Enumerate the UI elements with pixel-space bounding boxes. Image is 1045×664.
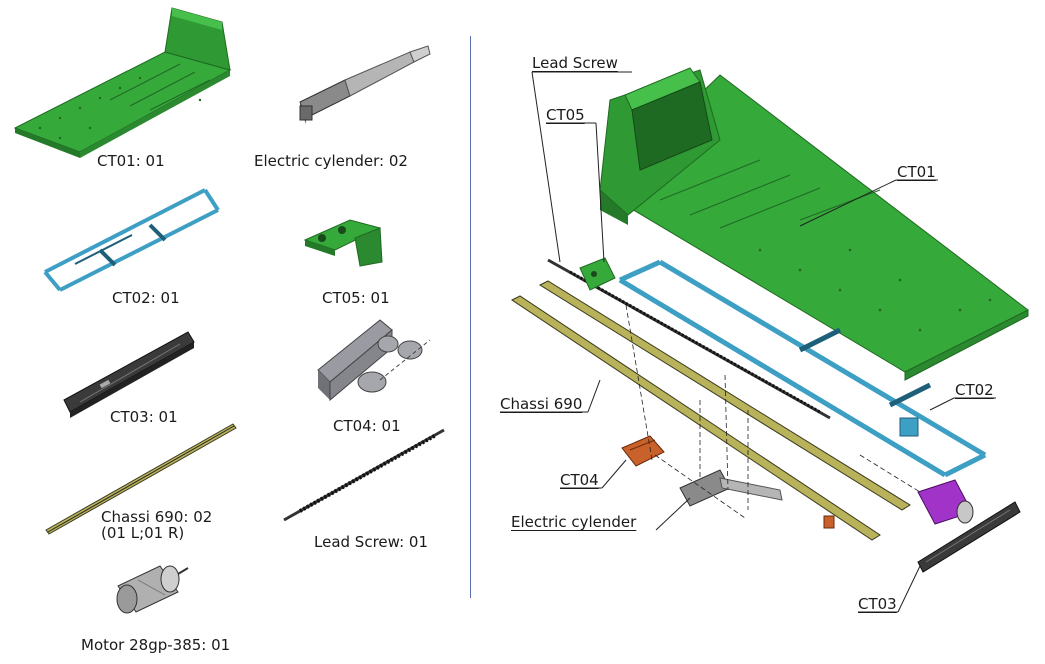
callout-electric-cylinder: Electric cylender [511,513,637,531]
assembly-ct02-image [618,259,987,478]
part-electric-cylinder-image [299,45,431,124]
part-ct04-image [317,319,431,402]
part-chassi-image [45,423,237,535]
label-ct03: CT03: 01 [110,408,178,426]
assembly-chassi-image [511,280,911,541]
label-chassi: Chassi 690: 02 [101,508,213,526]
assembly-ct03-image [917,501,1021,573]
assembly-motor-image [917,479,974,525]
assembly-coupler-image [823,515,835,529]
label-electric-cylinder: Electric cylender: 02 [254,152,408,170]
label-ct02: CT02: 01 [112,289,180,307]
callout-ct01: CT01 [897,163,936,181]
callout-ct04: CT04 [560,471,599,489]
label-ct01: CT01: 01 [97,152,165,170]
leader-lines [500,71,996,613]
label-lead-screw: Lead Screw: 01 [314,533,428,551]
assembly-electric-cylinder-image [679,469,783,507]
section-divider [470,36,471,598]
callout-lead-screw: Lead Screw [532,54,618,72]
part-motor-image [116,565,189,614]
callout-ct02: CT02 [955,381,994,399]
part-ct02-image [43,188,220,292]
assembly-ct04-image [621,435,665,467]
callout-ct05: CT05 [546,106,585,124]
part-ct01-image [13,7,232,158]
label-ct04: CT04: 01 [333,417,401,435]
part-ct05-image [303,219,383,267]
assembly-ct01-image [599,67,1029,381]
label-motor: Motor 28gp-385: 01 [81,636,231,654]
label-chassi-qty: (01 L;01 R) [101,524,185,542]
part-ct03-image [63,331,195,418]
assembly-ct05-image [579,257,616,291]
callout-ct03: CT03 [858,595,897,613]
label-ct05: CT05: 01 [322,289,390,307]
part-lead-screw-image [283,428,445,522]
callout-chassi: Chassi 690 [500,395,583,413]
assembly-guide-lines [625,304,921,519]
